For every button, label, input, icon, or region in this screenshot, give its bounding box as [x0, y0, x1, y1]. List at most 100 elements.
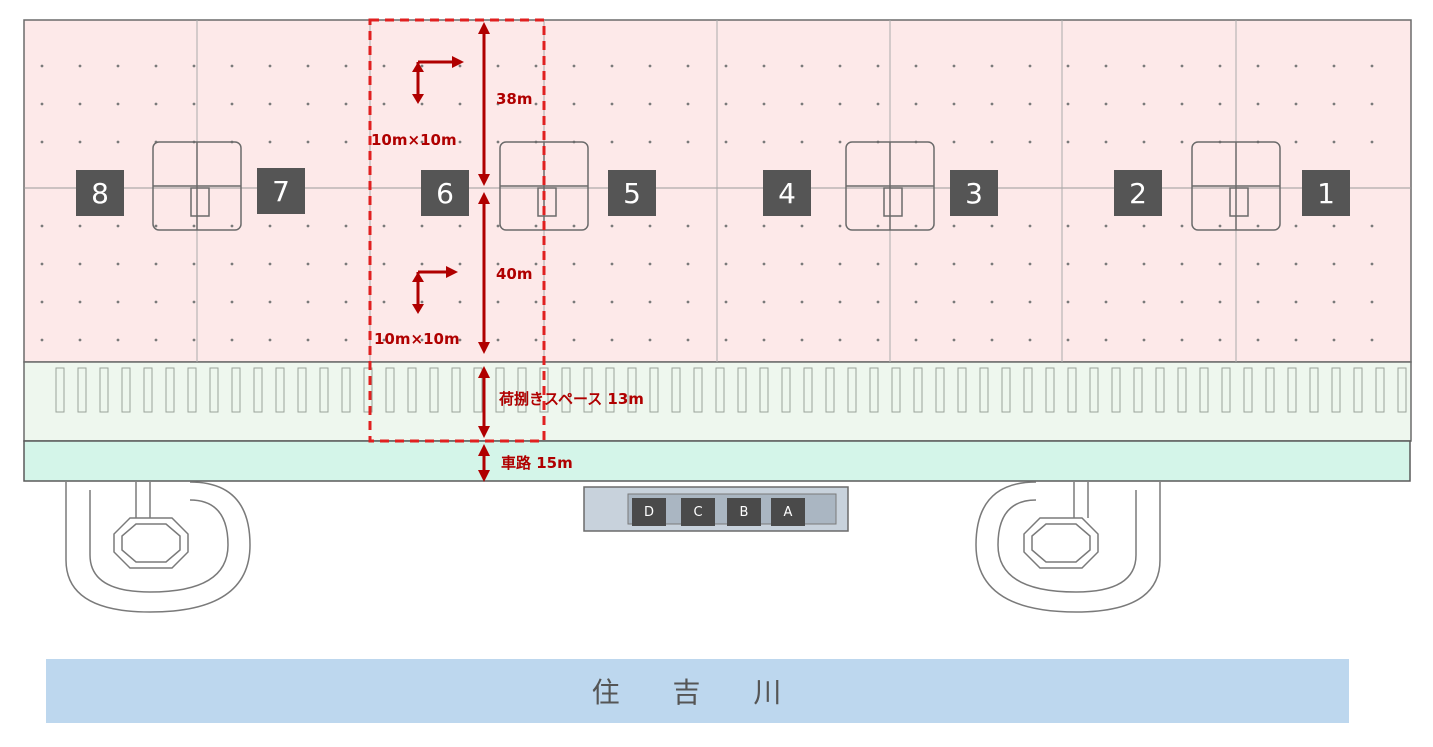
grid-column-dot — [1332, 140, 1336, 144]
bay-6-highlight — [368, 18, 546, 443]
grid-column-dot — [572, 224, 576, 228]
grid-column-dot — [876, 300, 880, 304]
grid-column-dot — [154, 300, 158, 304]
grid-column-dot — [496, 64, 500, 68]
grid-column-dot — [458, 64, 462, 68]
grid-column-dot — [572, 64, 576, 68]
grid-column-dot — [230, 102, 234, 106]
grid-column-dot — [914, 338, 918, 342]
grid-column-dot — [534, 224, 538, 228]
bay-label-7: 7 — [257, 168, 305, 214]
grid-column-dot — [268, 64, 272, 68]
roadway-label: 車路 15m — [501, 454, 573, 472]
dock-door — [1287, 367, 1297, 413]
grid-column-dot — [268, 262, 272, 266]
grid-column-dot — [1294, 140, 1298, 144]
grid-column-dot — [762, 64, 766, 68]
grid-column-dot — [1104, 300, 1108, 304]
grid-column-dot — [876, 102, 880, 106]
grid-column-dot — [1332, 224, 1336, 228]
grid-column-dot — [1370, 262, 1374, 266]
grid-column-dot — [116, 140, 120, 144]
dock-door — [363, 367, 373, 413]
grid-column-dot — [952, 64, 956, 68]
grid-column-dot — [1028, 64, 1032, 68]
dock-door — [341, 367, 351, 413]
grid-column-dot — [686, 140, 690, 144]
grid-column-dot — [344, 140, 348, 144]
dock-door — [825, 367, 835, 413]
grid-column-dot — [420, 300, 424, 304]
grid-column-dot — [952, 262, 956, 266]
berth-label-c: C — [681, 498, 715, 526]
dock-door — [1331, 367, 1341, 413]
grid-column-dot — [230, 224, 234, 228]
dock-door — [715, 367, 725, 413]
dock-door — [1199, 367, 1209, 413]
dock-door — [1089, 367, 1099, 413]
bay-label-6: 6 — [421, 170, 469, 216]
grid-column-dot — [268, 338, 272, 342]
grid-column-dot — [78, 102, 82, 106]
grid-column-dot — [800, 102, 804, 106]
grid-column-dot — [230, 338, 234, 342]
dock-door — [495, 367, 505, 413]
grid-column-dot — [306, 338, 310, 342]
grid-column-dot — [610, 102, 614, 106]
grid-column-dot — [572, 300, 576, 304]
dock-door — [891, 367, 901, 413]
grid-column-dot — [306, 300, 310, 304]
grid-column-dot — [572, 102, 576, 106]
grid-column-dot — [344, 338, 348, 342]
grid-column-dot — [648, 64, 652, 68]
grid-column-dot — [534, 262, 538, 266]
dock-door — [1023, 367, 1033, 413]
dock-door — [165, 367, 175, 413]
grid-column-dot — [458, 300, 462, 304]
grid-column-dot — [610, 64, 614, 68]
grid-column-dot — [914, 262, 918, 266]
dock-door — [1133, 367, 1143, 413]
grid-column-dot — [420, 102, 424, 106]
elevator-shaft — [190, 187, 210, 217]
grid-column-dot — [1028, 224, 1032, 228]
dock-door — [231, 367, 241, 413]
grid-column-dot — [1256, 338, 1260, 342]
grid-column-dot — [1218, 262, 1222, 266]
dock-door — [1375, 367, 1385, 413]
grid-column-dot — [1294, 338, 1298, 342]
dock-door — [979, 367, 989, 413]
grid-column-dot — [192, 64, 196, 68]
roadway — [23, 440, 1411, 482]
grid-column-dot — [458, 102, 462, 106]
grid-column-dot — [648, 300, 652, 304]
grid-column-dot — [1332, 300, 1336, 304]
grid-column-dot — [648, 140, 652, 144]
grid-column-dot — [1066, 262, 1070, 266]
grid-column-dot — [648, 338, 652, 342]
grid-column-dot — [1104, 262, 1108, 266]
grid-column-dot — [1142, 300, 1146, 304]
dock-door — [121, 367, 131, 413]
grid-column-dot — [1066, 102, 1070, 106]
grid-column-dot — [116, 338, 120, 342]
grid-column-dot — [78, 300, 82, 304]
grid-column-dot — [534, 300, 538, 304]
grid-column-dot — [496, 102, 500, 106]
grid-column-dot — [1180, 224, 1184, 228]
grid-column-dot — [1142, 262, 1146, 266]
dock-door — [143, 367, 153, 413]
grid-column-dot — [382, 64, 386, 68]
dimension-arrows — [412, 22, 490, 482]
grid-column-dot — [876, 262, 880, 266]
grid-column-dot — [268, 300, 272, 304]
grid-column-dot — [952, 338, 956, 342]
grid-column-dot — [534, 102, 538, 106]
ramp-right — [975, 481, 1161, 613]
grid-column-dot — [496, 262, 500, 266]
grid-column-dot — [306, 262, 310, 266]
grid-column-dot — [1180, 64, 1184, 68]
grid-column-dot — [420, 224, 424, 228]
bay-label-5: 5 — [608, 170, 656, 216]
